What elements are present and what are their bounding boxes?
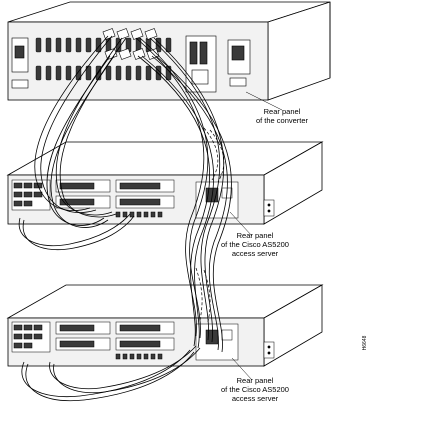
as5200-bottom-callout: Rear panel of the Cisco AS5200 access se… xyxy=(214,376,296,403)
as5200-bottom-callout-line1: Rear panel xyxy=(236,376,274,385)
converter-callout: Rear panel of the converter xyxy=(246,107,318,125)
converter-callout-line1: Rear panel xyxy=(263,107,301,116)
cable-bundle-as5200-bottom-loop xyxy=(21,345,201,402)
as5200-bottom-rear-panel xyxy=(11,321,275,361)
as5200-top-callout-line2: of the Cisco AS5200 xyxy=(221,240,289,249)
as5200-bottom-callout-line3: access server xyxy=(231,394,279,403)
as5200-top-callout-line3: access server xyxy=(231,249,279,258)
cable-bundle-converter-to-as5200-bottom xyxy=(135,37,232,353)
cable-bundle-converter-to-as5200-top xyxy=(18,35,135,251)
callout-leaders xyxy=(229,91,283,381)
converter-callout-line2: of the converter xyxy=(255,116,309,125)
figure-id: H6648 xyxy=(362,335,368,351)
as5200-bottom-callout-line2: of the Cisco AS5200 xyxy=(221,385,289,394)
as5200-top-callout: Rear panel of the Cisco AS5200 access se… xyxy=(214,231,296,258)
as5200-top-callout-line1: Rear panel xyxy=(236,231,274,240)
converter-rear-panel xyxy=(11,35,251,93)
cable-hidden-segments xyxy=(195,127,225,323)
